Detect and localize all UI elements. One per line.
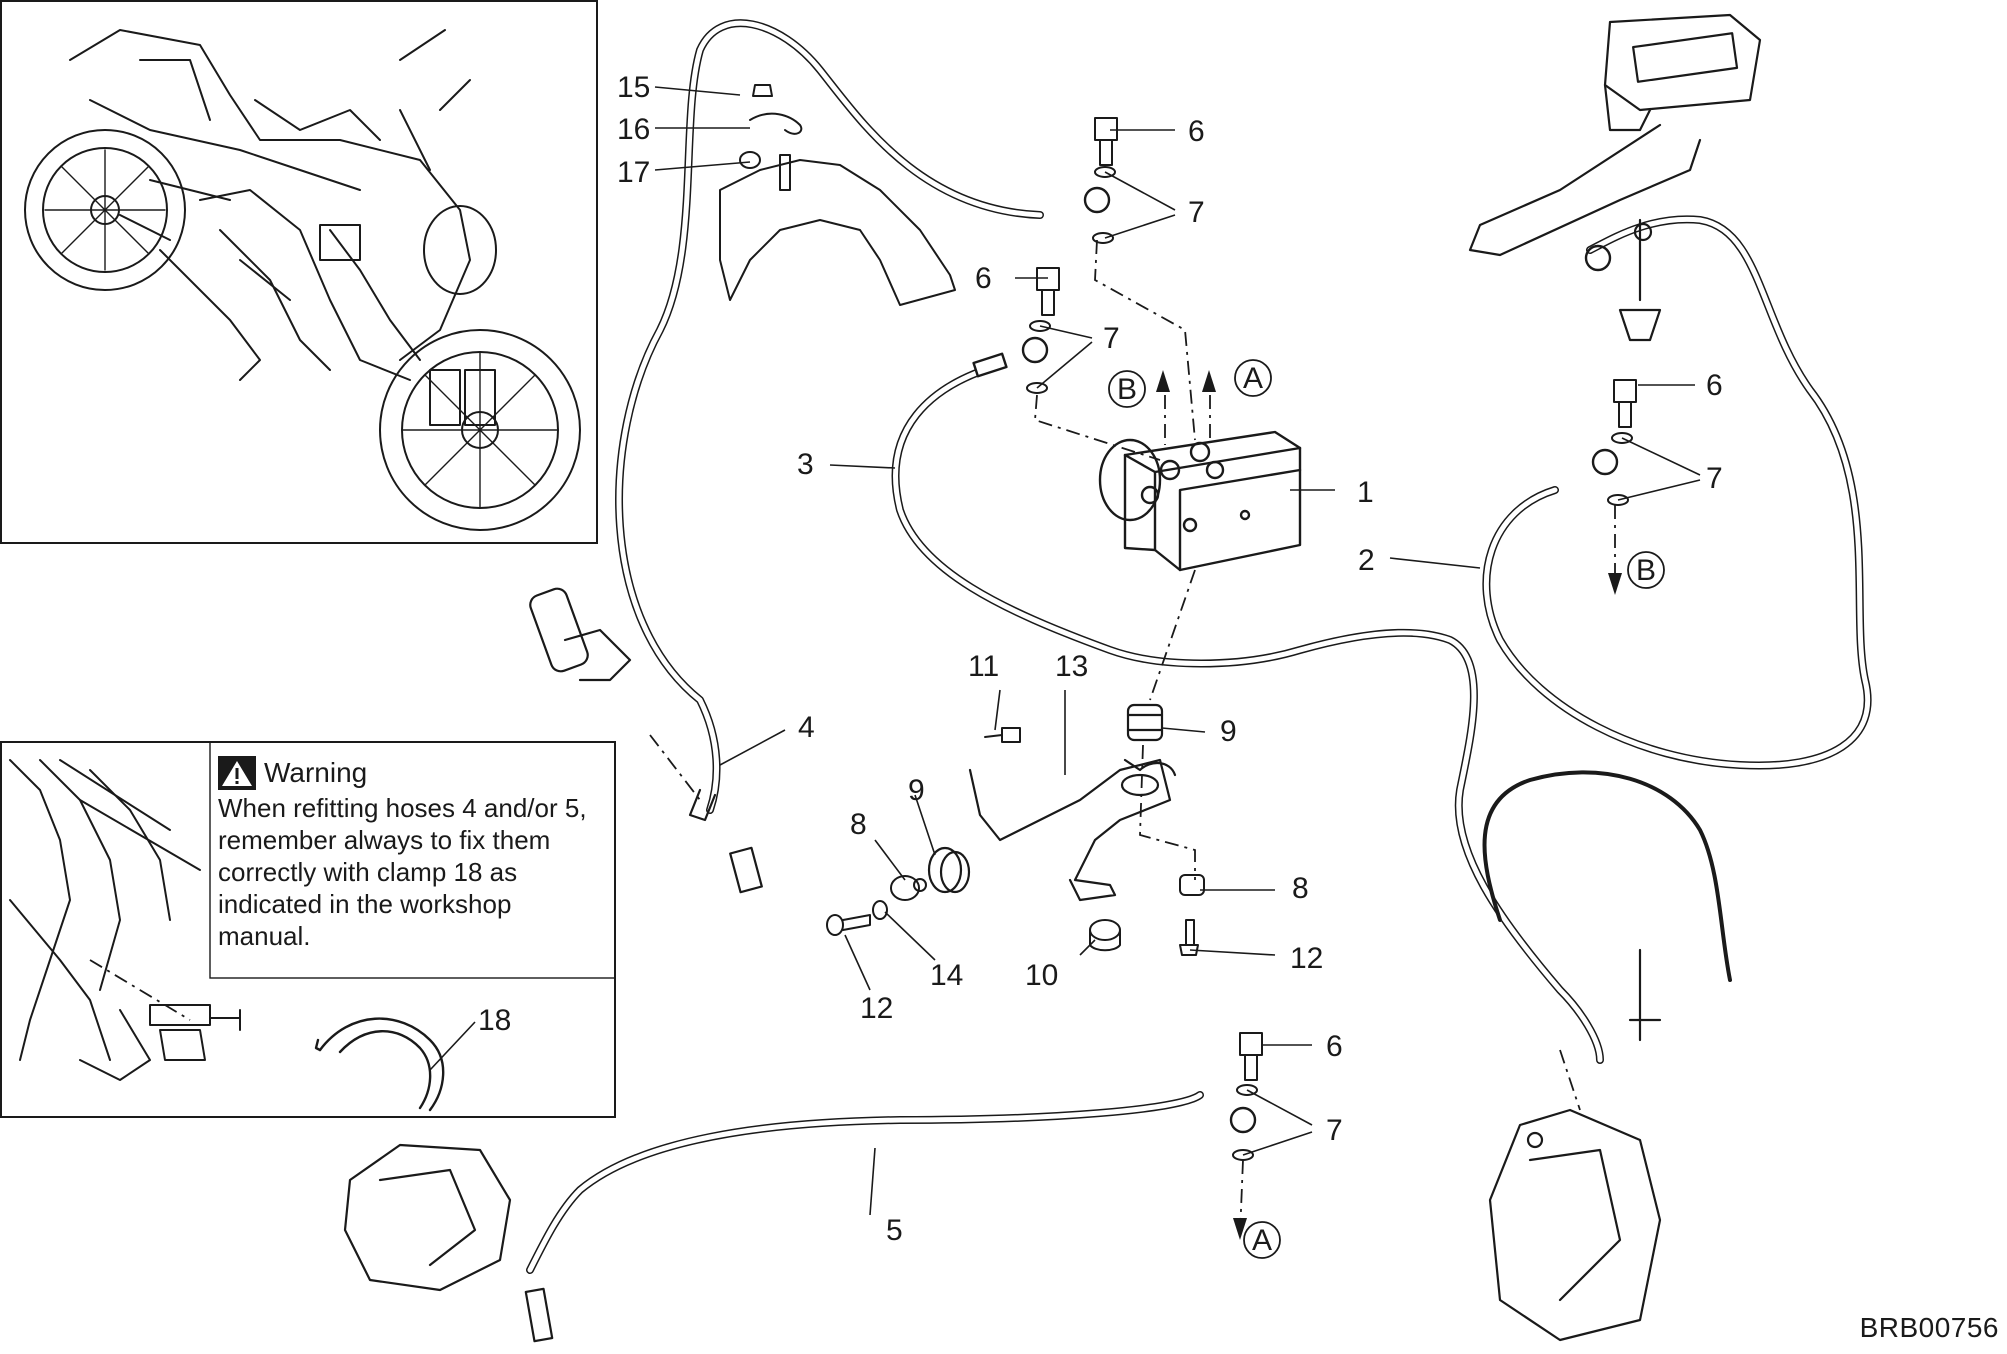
callout-2: 2 xyxy=(1358,544,1375,577)
hose-4 xyxy=(615,19,1111,814)
front-brake-caliper xyxy=(1488,948,1662,1342)
screw-12-right xyxy=(1179,919,1199,956)
clamp-dash-leader xyxy=(89,959,191,1021)
callout-9-lower: 9 xyxy=(908,774,925,807)
callout-numbers: 1 2 3 4 5 6 6 6 6 7 7 7 7 8 8 9 9 10 11 … xyxy=(478,71,1723,1247)
callout-16: 16 xyxy=(617,113,650,146)
motorcycle-illustration xyxy=(24,29,581,531)
callout-5: 5 xyxy=(886,1214,903,1247)
callout-8-left: 8 xyxy=(850,808,867,841)
rubber-damper-9-upper xyxy=(1126,703,1164,742)
front-right-hose xyxy=(1482,770,1732,982)
warning-line: correctly with clamp 18 as xyxy=(218,857,518,887)
marker-b-label-right: B xyxy=(1636,554,1656,587)
rear-brake-caliper xyxy=(343,1143,554,1343)
callout-11: 11 xyxy=(968,650,999,683)
connection-marker-b-abs: B xyxy=(1108,370,1146,408)
callout-15: 15 xyxy=(617,71,650,104)
callout-9-upper: 9 xyxy=(1220,715,1237,748)
callout-14: 14 xyxy=(930,959,963,992)
frame-clamp-detail-illustration xyxy=(9,759,241,1081)
callout-17: 17 xyxy=(617,156,650,189)
callout-18: 18 xyxy=(478,1004,511,1037)
clamp-18-illustration xyxy=(314,1017,445,1112)
callout-3: 3 xyxy=(797,448,814,481)
warning-box: Warning When refitting hoses 4 and/or 5,… xyxy=(210,742,615,978)
abs-control-unit xyxy=(1098,430,1302,572)
warning-text: When refitting hoses 4 and/or 5, remembe… xyxy=(218,792,613,952)
marker-b-label: B xyxy=(1117,373,1137,406)
callout-7-bottom: 7 xyxy=(1326,1114,1343,1147)
connection-marker-a-abs: A xyxy=(1234,359,1272,397)
screw-11 xyxy=(984,727,1021,743)
washer-14 xyxy=(872,900,888,920)
callout-10: 10 xyxy=(1025,959,1058,992)
warning-title-text: Warning xyxy=(264,757,368,788)
hose-2 xyxy=(1482,215,1872,770)
callout-4: 4 xyxy=(798,711,815,744)
abs-support-bracket xyxy=(968,758,1177,902)
callout-6-left: 6 xyxy=(975,262,992,295)
rubber-damper-9-lower xyxy=(927,846,971,894)
fixings-15-16-17 xyxy=(719,84,956,306)
warning-line: When refitting hoses 4 and/or 5, xyxy=(218,793,587,823)
callout-leaders xyxy=(429,86,1701,1216)
banjo-bolt-6-bottom xyxy=(1232,1032,1263,1161)
assembly-dash-lines xyxy=(649,239,1616,1236)
motorcycle-inset-frame xyxy=(0,0,598,544)
warning-title: Warning xyxy=(218,756,615,790)
callout-6-top: 6 xyxy=(1188,115,1205,148)
drawing-code: BRB00756 xyxy=(1859,1312,1999,1343)
rubber-grommet-10 xyxy=(1089,919,1121,952)
flow-arrows xyxy=(1156,370,1622,1240)
callout-12-right: 12 xyxy=(1290,942,1323,975)
banjo-bolt-6-right xyxy=(1607,379,1637,506)
callout-1: 1 xyxy=(1357,476,1374,509)
screw-12-left xyxy=(826,914,871,936)
warning-box-frame xyxy=(209,741,616,979)
banjo-bolt-6-left xyxy=(1026,267,1060,394)
banjo-bolt-6-top xyxy=(1092,117,1118,244)
front-brake-master-cylinder xyxy=(1468,13,1762,342)
connection-marker-a-bottom: A xyxy=(1243,1221,1281,1259)
bush-8-left xyxy=(890,875,927,901)
warning-line: manual. xyxy=(218,921,311,951)
callout-7-left: 7 xyxy=(1103,322,1120,355)
bush-8-right xyxy=(1179,874,1205,896)
hose-3 xyxy=(891,336,1604,1064)
callout-12-left: 12 xyxy=(860,992,893,1025)
marker-a-label: A xyxy=(1243,362,1263,395)
callout-8-right: 8 xyxy=(1292,872,1309,905)
callout-7-top: 7 xyxy=(1188,196,1205,229)
warning-line: remember always to fix them xyxy=(218,825,551,855)
callout-7-right: 7 xyxy=(1706,462,1723,495)
callout-6-bottom: 6 xyxy=(1326,1030,1343,1063)
hose-5 xyxy=(526,1091,1257,1274)
warning-line: indicated in the workshop xyxy=(218,889,512,919)
connection-marker-b-right: B xyxy=(1627,551,1665,589)
callout-13: 13 xyxy=(1055,650,1088,683)
rear-brake-master-cylinder xyxy=(529,587,763,894)
warning-triangle-icon xyxy=(218,756,256,790)
callout-6-right: 6 xyxy=(1706,369,1723,402)
marker-a-label-bottom: A xyxy=(1252,1224,1272,1257)
